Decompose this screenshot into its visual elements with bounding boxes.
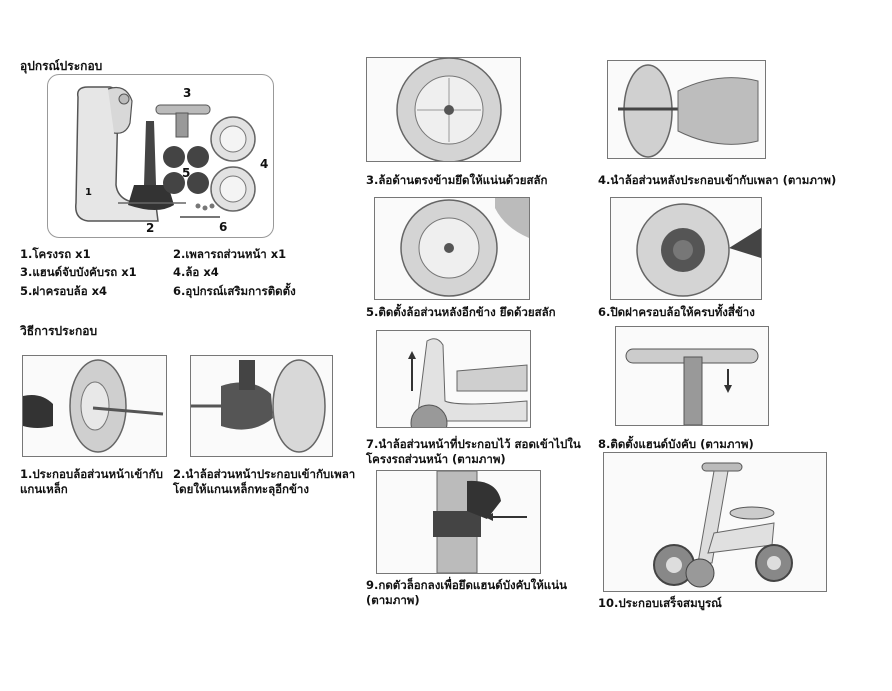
step-8-caption: 8.ติดตั้งแฮนด์บังคับ (ตามภาพ) (598, 437, 754, 451)
step-4-photo (607, 60, 766, 159)
step-10-photo (603, 452, 827, 592)
part-item-4: 4.ล้อ x4 (173, 265, 219, 279)
step-7-photo (376, 330, 531, 428)
step-3-photo (366, 57, 521, 162)
step-8-photo (615, 326, 769, 426)
step-2-photo (190, 355, 333, 457)
step-9-caption: 9.กดตัวล็อกลงเพื่อยึดแฮนด์บังคับให้แน่น … (366, 578, 567, 607)
step-1-photo (22, 355, 167, 457)
part-item-1: 1.โครงรถ x1 (20, 247, 91, 261)
part-item-6: 6.อุปกรณ์เสริมการติดตั้ง (173, 284, 296, 298)
callout-5: 5 (182, 166, 191, 180)
step-4-caption: 4.นำล้อส่วนหลังประกอบเข้ากับเพลา (ตามภาพ… (598, 173, 837, 187)
step-1-caption: 1.ประกอบล้อส่วนหน้าเข้ากับแกนเหล็ก (20, 467, 163, 496)
callout-4: 4 (260, 157, 269, 171)
callout-1: 1 (85, 187, 92, 198)
method-title: วิธีการประกอบ (20, 324, 98, 338)
step-3-caption: 3.ล้อด้านตรงข้ามยึดให้แน่นด้วยสลัก (366, 173, 548, 187)
callout-2: 2 (146, 221, 155, 235)
parts-drawing (75, 86, 256, 222)
step-10-caption: 10.ประกอบเสร็จสมบูรณ์ (598, 596, 722, 610)
parts-illustration: 1 2 3 4 5 6 (47, 74, 274, 238)
callout-6: 6 (219, 220, 228, 234)
step-6-photo (610, 197, 762, 300)
step-5-caption: 5.ติดตั้งล้อส่วนหลังอีกข้าง ยึดด้วยสลัก (366, 305, 556, 319)
part-item-5: 5.ฝาครอบล้อ x4 (20, 284, 108, 298)
part-item-3: 3.แฮนด์จับบังคับรถ x1 (20, 265, 137, 279)
part-item-2: 2.เพลารถส่วนหน้า x1 (173, 247, 287, 261)
callout-3: 3 (183, 86, 192, 100)
step-9-photo (376, 470, 541, 574)
step-5-photo (374, 197, 530, 300)
step-7-caption: 7.นำล้อส่วนหน้าที่ประกอบไว้ สอดเข้าไปในโ… (366, 437, 581, 466)
parts-title: อุปกรณ์ประกอบ (20, 59, 103, 73)
step-6-caption: 6.ปิดฝาครอบล้อให้ครบทั้งสี่ข้าง (598, 305, 755, 319)
step-2-caption: 2.นำล้อส่วนหน้าประกอบเข้ากับเพลา โดยให้แ… (173, 467, 356, 496)
